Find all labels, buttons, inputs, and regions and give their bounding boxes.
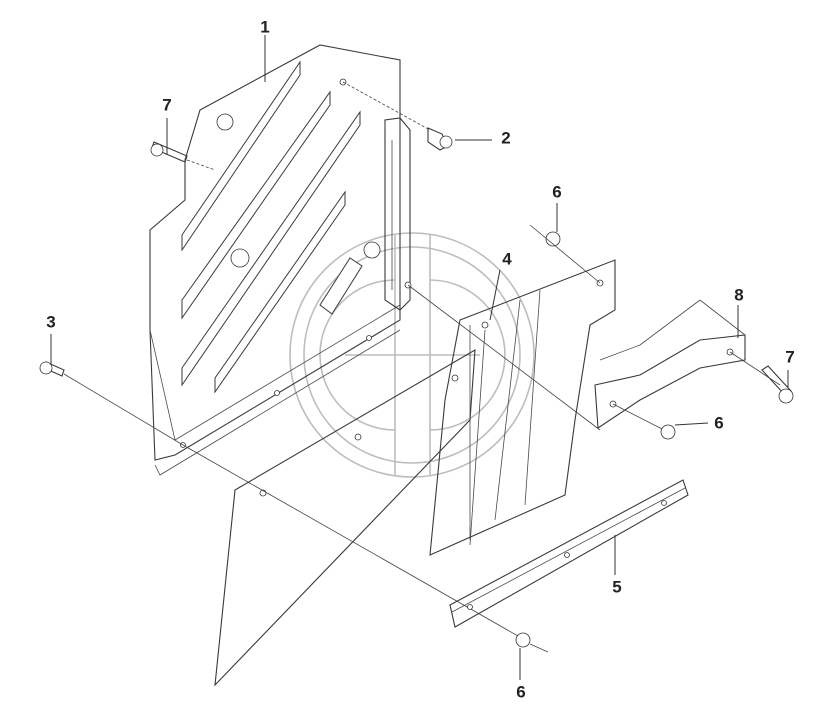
part-6-nut-bottom xyxy=(515,632,549,653)
flat-mud-flap xyxy=(182,348,526,687)
part-8-bracket xyxy=(594,299,781,433)
part-7-bolt-left xyxy=(150,141,216,171)
callout-7-left: 7 xyxy=(162,95,172,115)
watermark-logo xyxy=(289,232,535,478)
leader-lines xyxy=(50,35,789,680)
callout-6-bottom: 6 xyxy=(516,682,526,702)
callout-6-top: 6 xyxy=(552,182,562,202)
callout-1: 1 xyxy=(260,17,270,37)
part-6-nut-right xyxy=(660,424,676,440)
callout-8: 8 xyxy=(734,285,744,305)
part-3-bolt xyxy=(39,361,184,446)
callout-4: 4 xyxy=(502,249,512,269)
callout-5: 5 xyxy=(612,577,622,597)
part-1-mudguard-plate xyxy=(149,44,412,476)
callout-6-right: 6 xyxy=(714,413,724,433)
part-5-strip xyxy=(449,479,689,628)
part-2-bolt xyxy=(342,81,453,151)
part-4-mud-flap xyxy=(407,224,616,556)
callout-3: 3 xyxy=(46,312,56,332)
part-7-bolt-right xyxy=(761,365,794,404)
callout-2: 2 xyxy=(501,128,511,148)
callout-7-right: 7 xyxy=(785,347,795,367)
